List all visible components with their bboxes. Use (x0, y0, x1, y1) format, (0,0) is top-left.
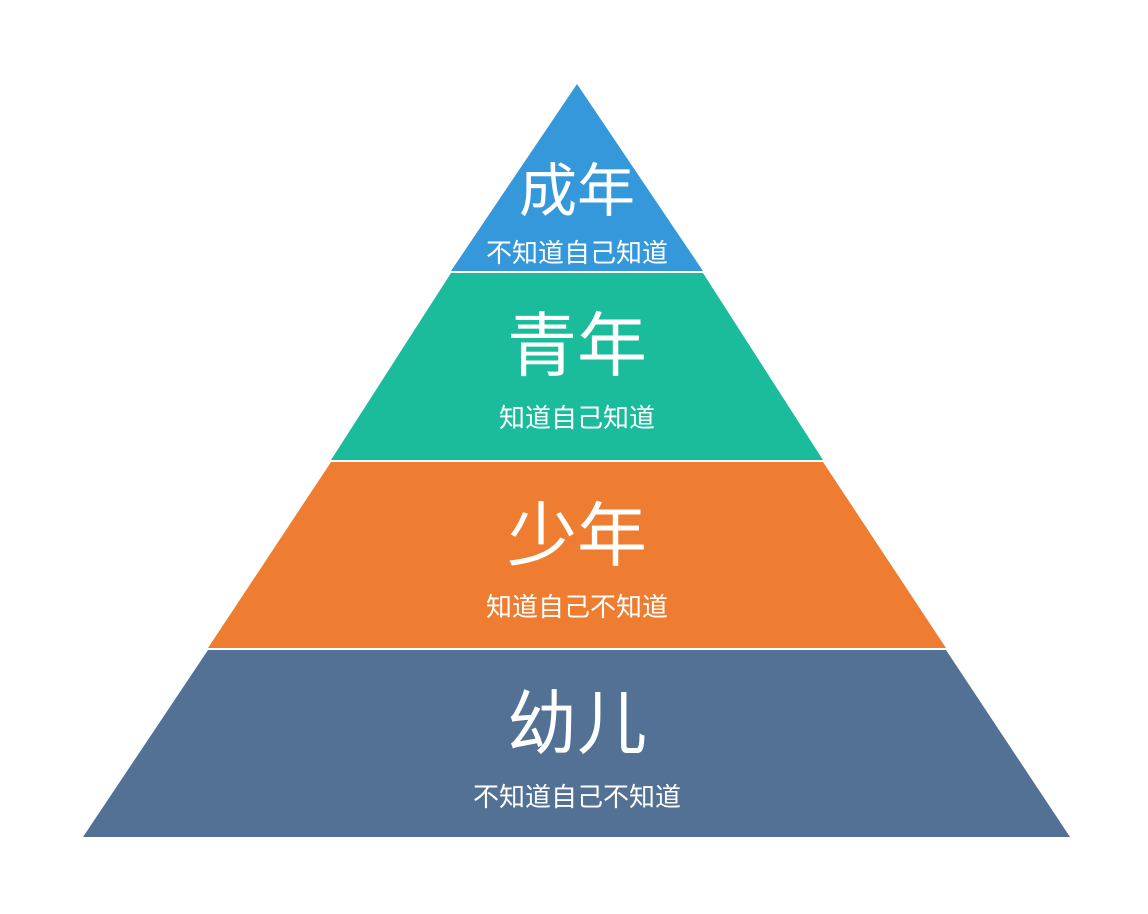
tier-infant-subtitle: 不知道自己不知道 (473, 783, 681, 813)
tier-teen-subtitle: 知道自己不知道 (486, 593, 668, 623)
tier-youth-title: 青年 (507, 305, 647, 387)
tier-teen-title: 少年 (507, 495, 647, 577)
tier-infant-title: 幼儿 (507, 683, 647, 765)
tier-teen-shape (208, 462, 946, 648)
tier-youth-shape (331, 273, 823, 460)
tier-infant-shape (83, 650, 1070, 837)
tier-adult-subtitle: 不知道自己知道 (486, 239, 668, 269)
tier-youth-subtitle: 知道自己知道 (499, 404, 655, 434)
tier-adult-shape (451, 84, 703, 271)
tier-adult-title: 成年 (519, 157, 635, 225)
